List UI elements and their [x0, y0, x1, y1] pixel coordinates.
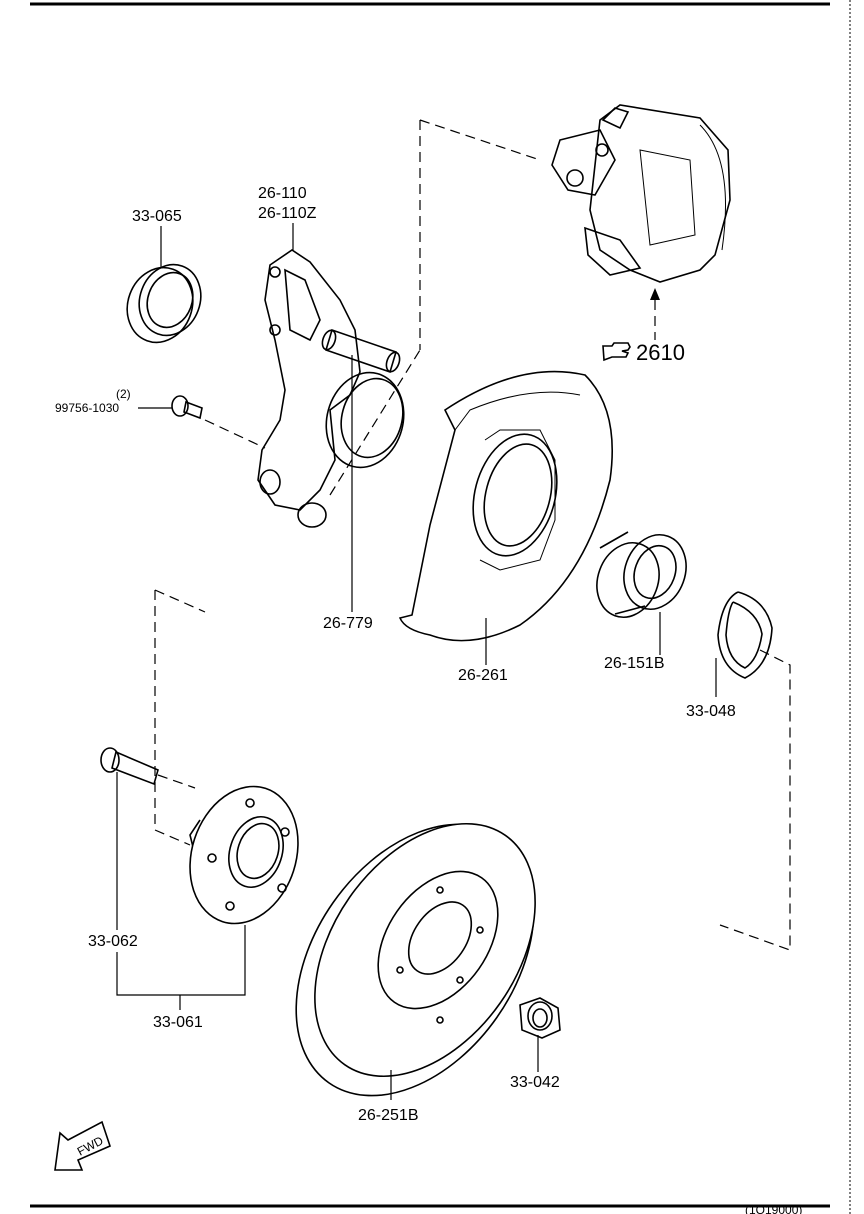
hub-bolt [100, 747, 159, 786]
right-dash-line [719, 649, 791, 951]
footer-code: (1Q19000) [745, 1203, 802, 1214]
reference-hand-icon [602, 342, 631, 362]
disc-label: 26-251B [358, 1107, 419, 1124]
dust-shield-label: 26-261 [458, 667, 508, 684]
brake-caliper [551, 104, 731, 283]
caliper-dash-line-2 [419, 119, 541, 161]
knuckle-label-1: 26-110 [258, 185, 307, 202]
dust-shield [398, 370, 613, 642]
forward-arrow-icon [54, 1120, 111, 1171]
snap-ring-label: 33-048 [686, 703, 736, 720]
steering-knuckle [257, 249, 405, 528]
left-dash-line [154, 589, 206, 613]
wheel-bearing [596, 531, 687, 618]
pin-label: 26-779 [323, 615, 373, 632]
seal-label: 33-065 [132, 208, 182, 225]
brake-disc [295, 822, 536, 1097]
bearing-label: 26-151B [604, 655, 665, 672]
hub-label: 33-061 [153, 1014, 203, 1031]
bolt-qty-label: (2) [116, 387, 131, 401]
oil-seal [126, 263, 202, 344]
snap-ring [717, 591, 773, 679]
bolt-dash-line [204, 419, 266, 449]
knuckle-label-2: 26-110Z [258, 205, 317, 222]
pin-dash-line [329, 349, 421, 496]
bolt-label: 99756-1030 [55, 401, 119, 415]
caliper-arrow-head [650, 288, 660, 300]
hub-bolt-label: 33-062 [88, 933, 138, 950]
hub-bolt-dash-line [157, 774, 196, 789]
knuckle-pin [321, 328, 401, 374]
wheel-hub [189, 785, 299, 925]
caliper-reference-label: 2610 [636, 340, 685, 365]
bolt [171, 395, 203, 420]
nut-label: 33-042 [510, 1074, 560, 1091]
left-dash-line-2 [154, 590, 191, 846]
hub-nut [519, 997, 561, 1039]
